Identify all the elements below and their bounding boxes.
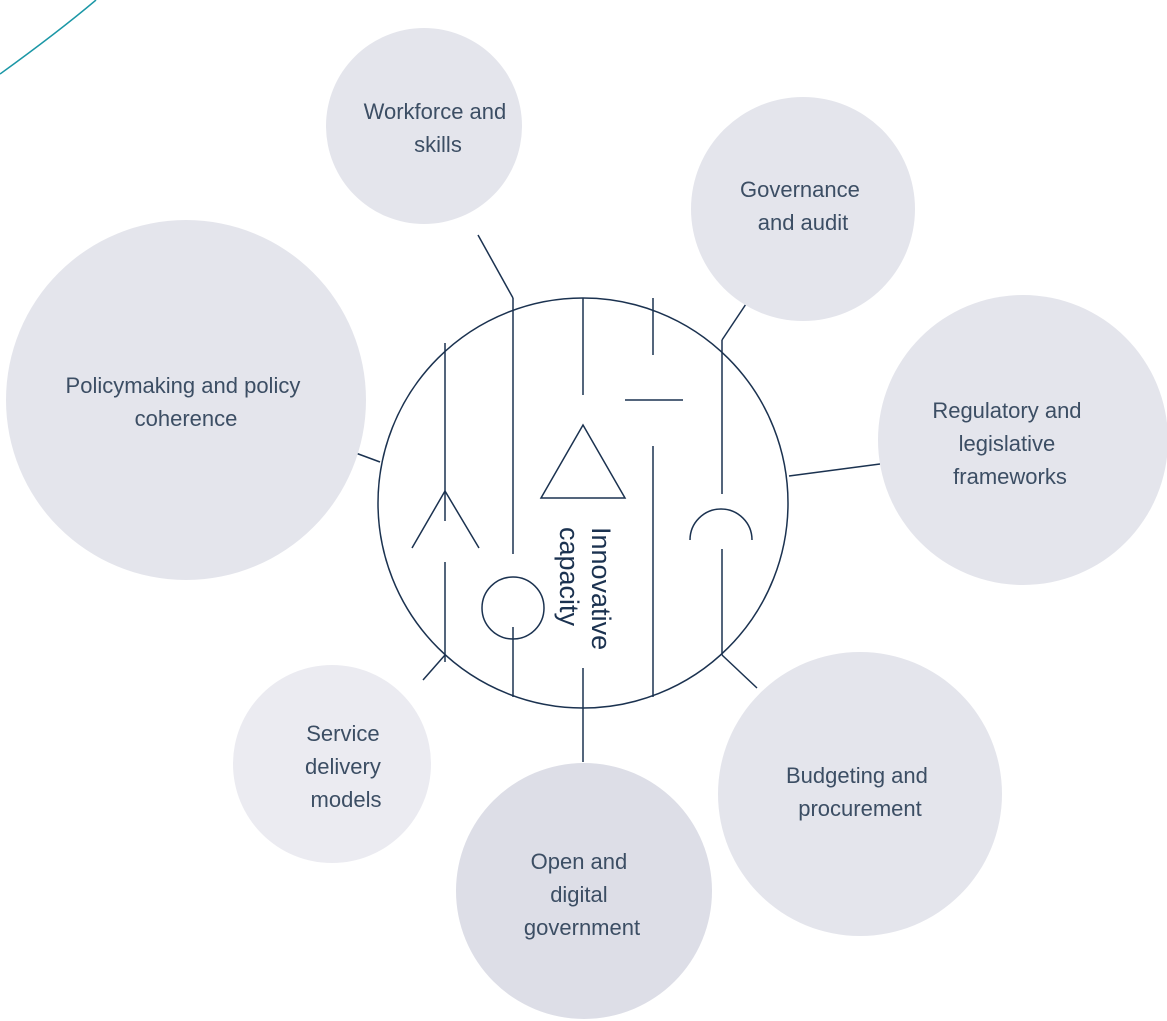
nodes: Workforce and skills Governance and audi… <box>6 28 1167 1019</box>
arc-shape <box>689 508 753 541</box>
node-open-digital-label: Open and digital government <box>524 849 640 940</box>
node-policymaking-label: Policymaking and policy coherence <box>66 373 307 431</box>
node-open-digital: Open and digital government <box>456 763 712 1019</box>
triangle-shape <box>539 423 627 499</box>
connector-workforce <box>477 234 514 299</box>
node-service-delivery: Service delivery models <box>233 665 431 863</box>
connector-regulatory <box>788 463 881 477</box>
node-workforce: Workforce and skills <box>326 28 522 224</box>
node-policymaking: Policymaking and policy coherence <box>6 220 366 580</box>
node-service-delivery-label: Service delivery models <box>305 721 387 812</box>
center-hub <box>377 297 789 709</box>
connector-service-delivery <box>422 654 446 681</box>
node-governance: Governance and audit <box>691 97 915 321</box>
connector-budgeting <box>721 654 758 689</box>
node-regulatory-label: Regulatory and legislative frameworks <box>932 398 1087 489</box>
circle-shape <box>481 576 545 640</box>
decorative-arc <box>0 0 97 75</box>
node-workforce-label: Workforce and skills <box>364 99 513 157</box>
node-regulatory: Regulatory and legislative frameworks <box>878 295 1167 585</box>
node-budgeting: Budgeting and procurement <box>718 652 1002 936</box>
node-governance-label: Governance and audit <box>740 177 866 235</box>
connectors <box>352 234 881 762</box>
node-budgeting-label: Budgeting and procurement <box>786 763 934 821</box>
center-label: Innovative capacity <box>554 527 616 658</box>
connector-governance <box>721 303 747 341</box>
caret-shape <box>411 489 480 549</box>
